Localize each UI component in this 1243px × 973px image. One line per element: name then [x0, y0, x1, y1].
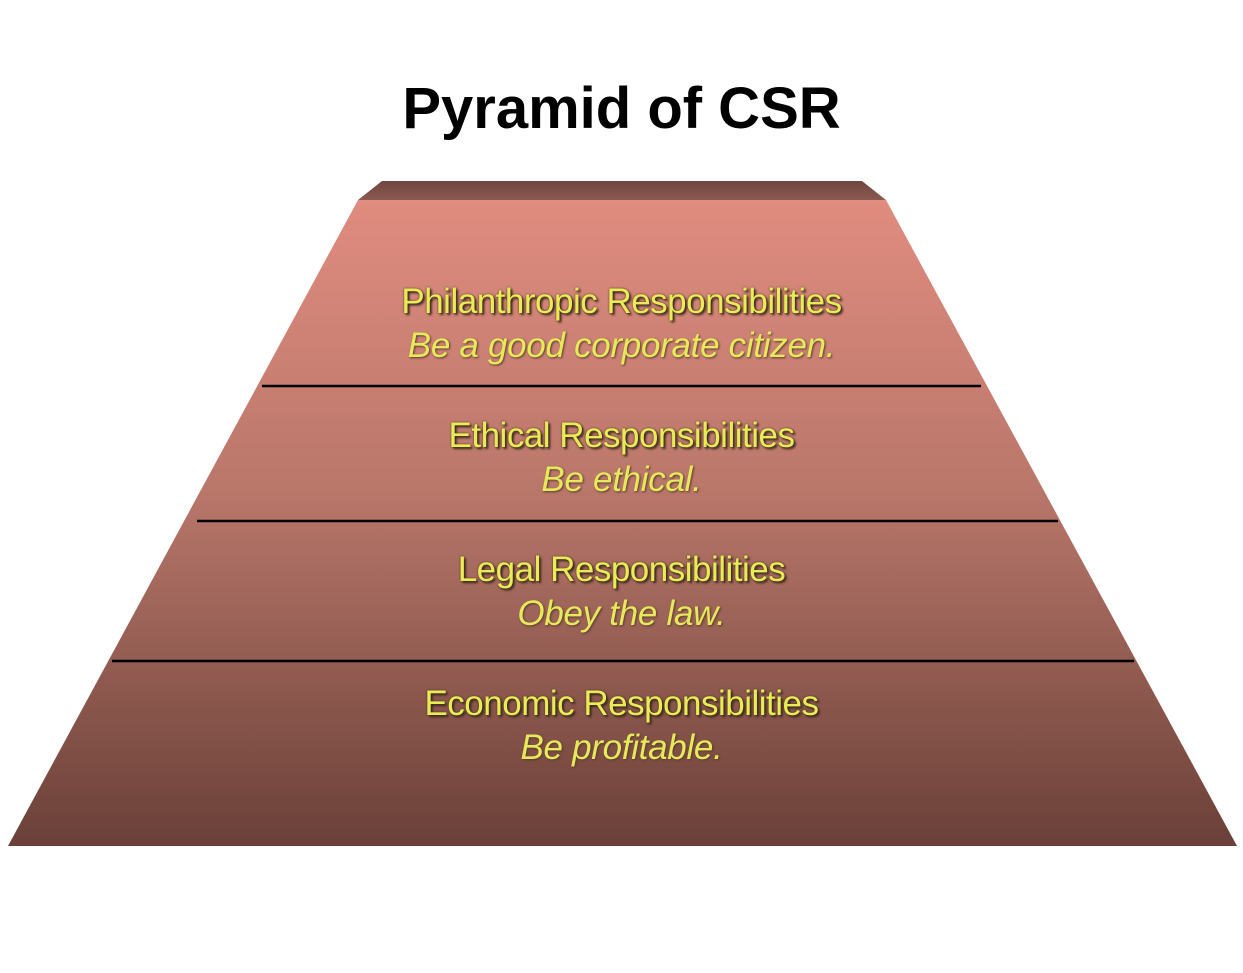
tier-philanthropic: Philanthropic Responsibilities Be a good…: [0, 280, 1243, 368]
pyramid-body: [8, 200, 1237, 846]
tier-ethical: Ethical Responsibilities Be ethical.: [0, 414, 1243, 502]
tier-legal: Legal Responsibilities Obey the law.: [0, 548, 1243, 636]
tier-heading: Ethical Responsibilities: [448, 416, 795, 455]
tier-motto: Obey the law.: [517, 594, 726, 633]
tier-heading: Economic Responsibilities: [424, 684, 819, 723]
diagram-title: Pyramid of CSR: [402, 76, 841, 141]
pyramid-top-cap: [358, 181, 886, 200]
tier-motto: Be a good corporate citizen.: [407, 326, 836, 365]
tier-economic: Economic Responsibilities Be profitable.: [0, 682, 1243, 770]
tier-heading: Philanthropic Responsibilities: [401, 282, 842, 321]
tier-heading: Legal Responsibilities: [457, 550, 786, 589]
tier-motto: Be ethical.: [541, 460, 702, 499]
tier-motto: Be profitable.: [520, 728, 723, 767]
